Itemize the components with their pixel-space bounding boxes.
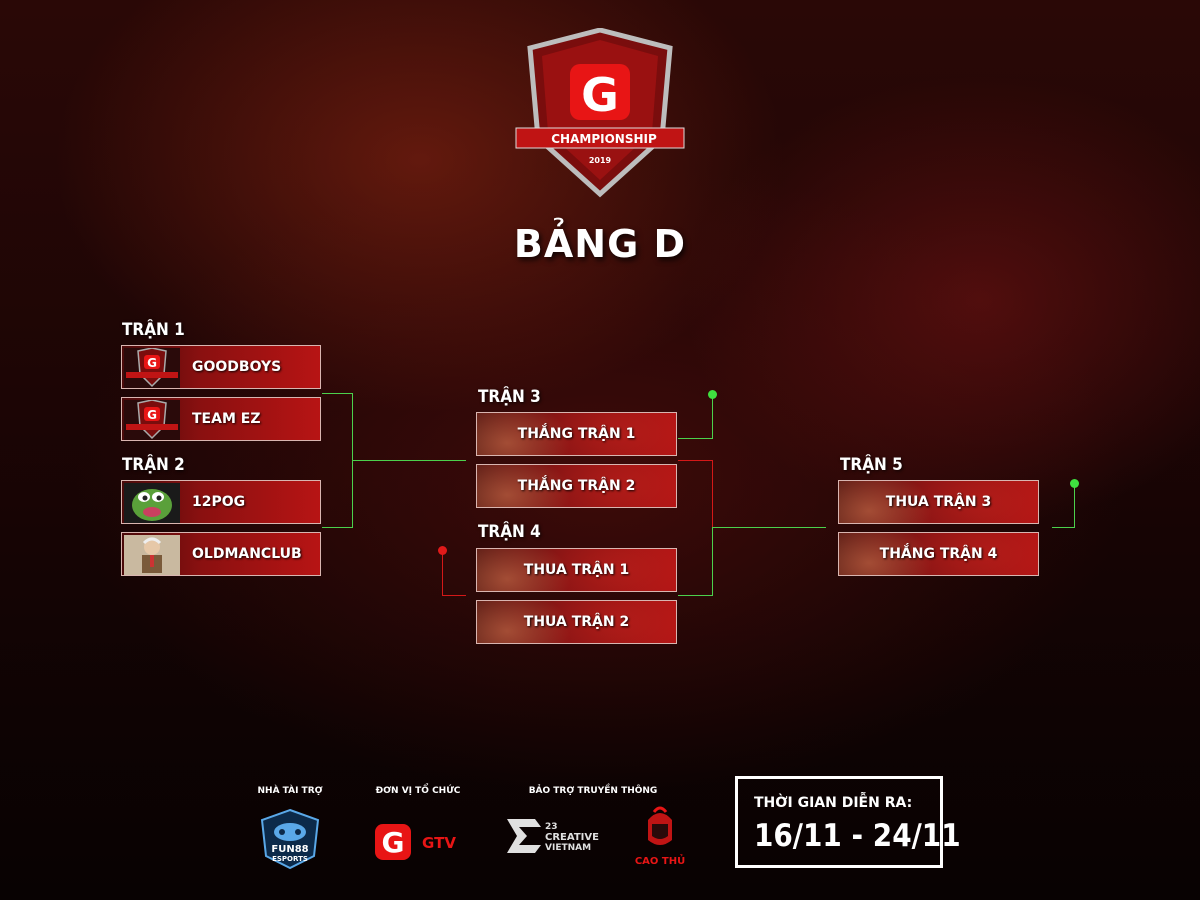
svg-text:G: G	[147, 356, 157, 370]
team-name: OLDMANCLUB	[192, 546, 302, 562]
gcs-championship-logo: G	[124, 347, 180, 388]
team-name: 12POG	[192, 494, 246, 510]
gtv-text: GTV	[422, 834, 456, 852]
team-name: GOODBOYS	[192, 359, 282, 375]
slot-loser-match-1[interactable]: THUA TRẬN 1	[476, 548, 677, 592]
creative-vietnam-logo: 23 CREATIVE VIETNAM	[505, 815, 615, 857]
slot-loser-match-3[interactable]: THUA TRẬN 3	[838, 480, 1039, 524]
date-value: 16/11 - 24/11	[754, 818, 961, 854]
connector-line	[712, 527, 826, 528]
connector-line	[712, 527, 713, 596]
connector-line-red	[442, 595, 466, 596]
advance-dot	[1070, 479, 1079, 488]
match-4-label: TRẬN 4	[478, 522, 541, 542]
connector-line	[678, 595, 712, 596]
slot-winner-match-1[interactable]: THẮNG TRẬN 1	[476, 412, 677, 456]
team-name: TEAM EZ	[192, 411, 261, 427]
organizer-label: ĐƠN VỊ TỔ CHỨC	[375, 786, 461, 796]
group-title: BẢNG D	[513, 222, 687, 266]
eliminate-dot	[438, 546, 447, 555]
logo-banner: CHAMPIONSHIP	[551, 132, 657, 146]
connector-line-red	[678, 460, 712, 461]
svg-text:G: G	[382, 826, 405, 859]
team-slot-goodboys[interactable]: G GOODBOYS	[121, 345, 321, 389]
slot-label: THUA TRẬN 1	[523, 562, 630, 578]
pepe-frog-logo	[124, 483, 180, 523]
slot-winner-match-4[interactable]: THẮNG TRẬN 4	[838, 532, 1039, 576]
logo-year: 2019	[589, 156, 612, 165]
team-slot-team-ez[interactable]: G TEAM EZ	[121, 397, 321, 441]
advance-dot	[708, 390, 717, 399]
connector-line	[322, 527, 352, 528]
svg-text:VIETNAM: VIETNAM	[545, 843, 591, 853]
slot-label: THẮNG TRẬN 2	[517, 478, 636, 494]
team-slot-12pog[interactable]: 12POG	[121, 480, 321, 524]
match-5-label: TRẬN 5	[840, 455, 903, 475]
cao-thu-text: CAO THỦ	[635, 853, 685, 867]
slot-label: THẮNG TRẬN 1	[517, 426, 636, 442]
date-label: THỜI GIAN DIỄN RA:	[754, 795, 913, 811]
slot-winner-match-2[interactable]: THẮNG TRẬN 2	[476, 464, 677, 508]
match-1-label: TRẬN 1	[122, 320, 185, 340]
championship-logo: G CHAMPIONSHIP 2019	[512, 28, 688, 198]
media-label: BẢO TRỢ TRUYỀN THÔNG	[528, 786, 658, 796]
gtv-logo: G GTV	[375, 822, 465, 862]
logo-letter: G	[581, 68, 619, 122]
slot-label: THẮNG TRẬN 4	[879, 546, 998, 562]
slot-loser-match-2[interactable]: THUA TRẬN 2	[476, 600, 677, 644]
svg-text:G: G	[147, 408, 157, 422]
gcs-championship-logo: G	[124, 399, 180, 440]
connector-line	[712, 396, 713, 439]
match-2-label: TRẬN 2	[122, 455, 185, 475]
connector-line	[1074, 485, 1075, 528]
connector-line	[678, 438, 712, 439]
team-slot-oldmanclub[interactable]: OLDMANCLUB	[121, 532, 321, 576]
connector-line	[352, 460, 466, 461]
sponsor-label: NHÀ TÀI TRỢ	[257, 786, 323, 796]
slot-label: THUA TRẬN 3	[885, 494, 992, 510]
connector-line	[322, 393, 352, 394]
fun88-sub: ESPORTS	[272, 855, 308, 863]
connector-line	[1052, 527, 1074, 528]
slot-label: THUA TRẬN 2	[523, 614, 630, 630]
connector-line-red	[442, 551, 443, 596]
cao-thu-logo: CAO THỦ	[630, 806, 690, 870]
date-box	[735, 776, 943, 868]
fun88-esports-logo: FUN88 ESPORTS	[258, 808, 322, 870]
fun88-text: FUN88	[271, 844, 308, 855]
svg-text:CREATIVE: CREATIVE	[545, 832, 599, 843]
match-3-label: TRẬN 3	[478, 387, 541, 407]
svg-text:23: 23	[545, 822, 558, 832]
old-man-logo	[124, 535, 180, 575]
connector-line-red	[712, 460, 713, 527]
